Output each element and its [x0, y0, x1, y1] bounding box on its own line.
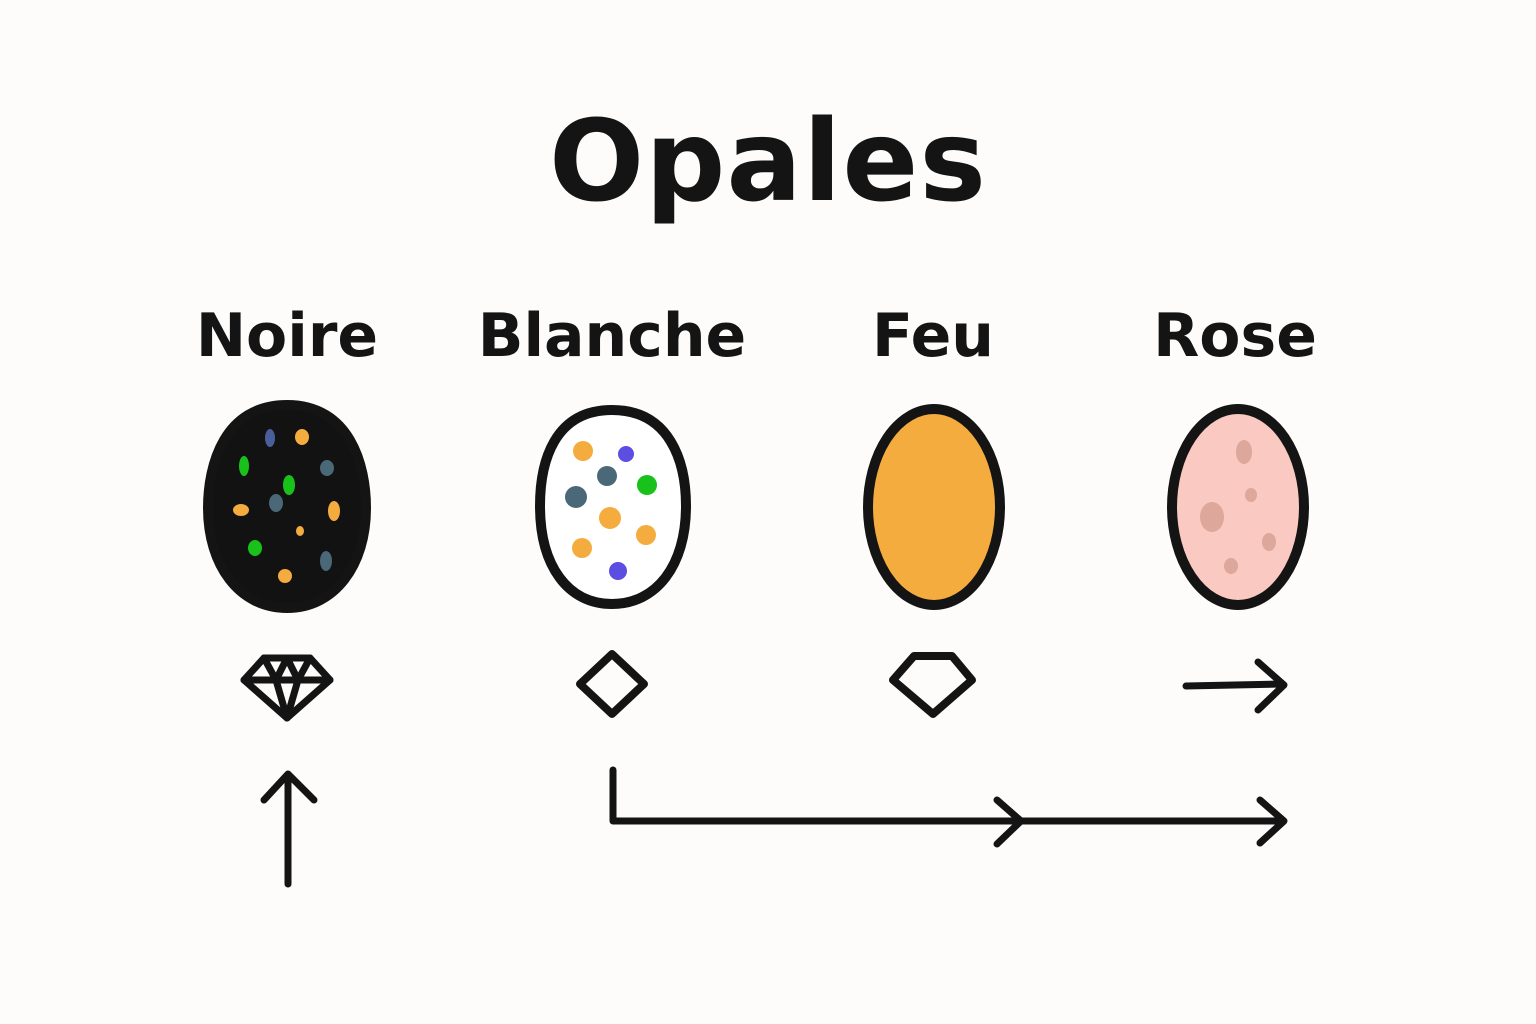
opal-blanche: [535, 405, 691, 609]
hexagon-gem-icon: [889, 652, 976, 718]
arrow-up-connector: [260, 770, 318, 888]
opal-feu: [863, 404, 1005, 610]
rose-flecks: [1200, 440, 1276, 574]
label-feu: Feu: [872, 301, 994, 371]
opal-noire: [203, 400, 371, 613]
label-blanche: Blanche: [477, 301, 747, 371]
diamond-icon: [576, 650, 648, 718]
blanche-flow-connector: [609, 766, 1288, 848]
noire-flecks: [233, 429, 340, 583]
blanche-flecks: [565, 441, 657, 580]
diagram-title: Opales: [549, 97, 987, 227]
opal-rose: [1167, 404, 1309, 610]
arrow-head-feu: [993, 796, 1025, 848]
label-rose: Rose: [1153, 301, 1317, 371]
arrow-right-icon: [1182, 658, 1288, 714]
gem-icon: [240, 654, 334, 722]
arrow-head-rose: [1256, 796, 1288, 847]
label-noire: Noire: [195, 301, 379, 371]
